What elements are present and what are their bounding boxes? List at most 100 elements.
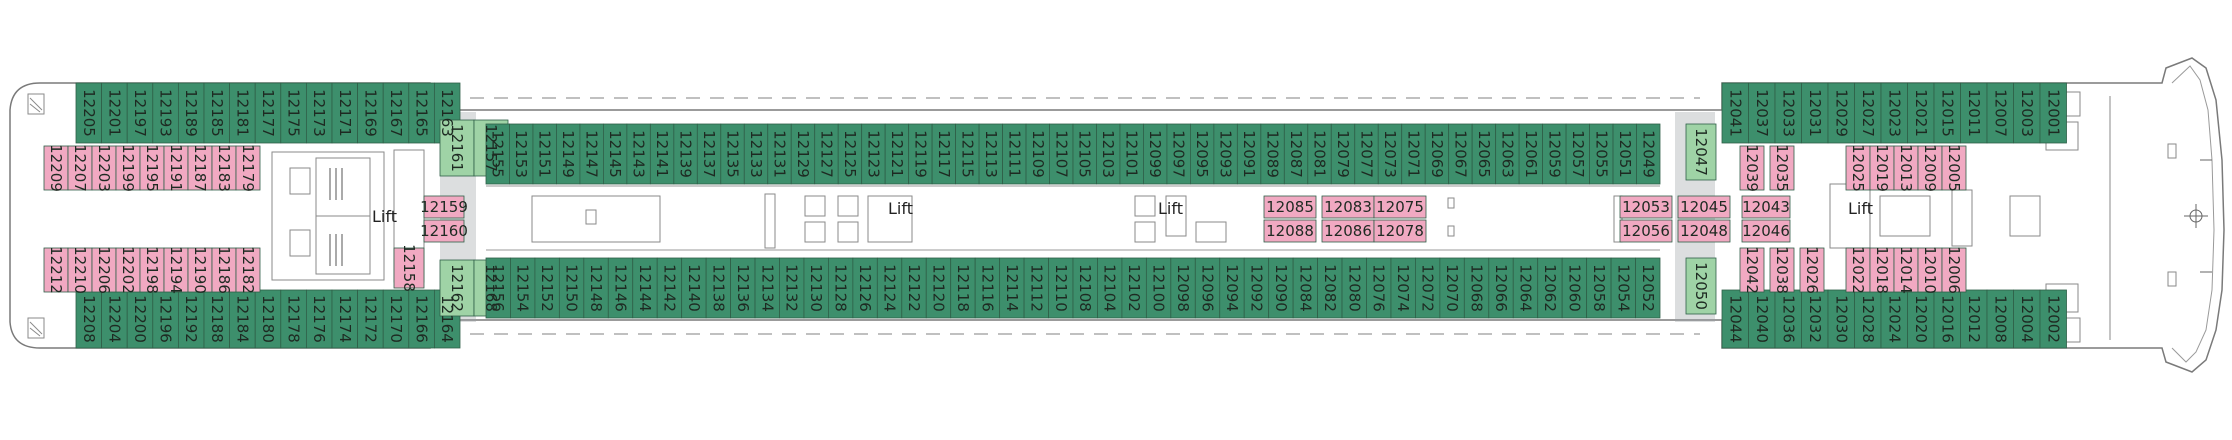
cabin-12094[interactable] [1219,257,1245,319]
cabin-12110[interactable] [1048,257,1074,319]
cabin-12070[interactable] [1439,257,1465,319]
cabin-12014[interactable] [1893,247,1919,293]
cabin-12013[interactable] [1893,145,1919,191]
cabin-12193[interactable] [152,82,179,144]
cabin-12020[interactable] [1907,289,1935,349]
cabin-12090[interactable] [1268,257,1294,319]
cabin-12046[interactable] [1741,219,1791,243]
cabin-12080[interactable] [1341,257,1367,319]
cabin-12092[interactable] [1243,257,1270,319]
cabin-12186[interactable] [211,247,237,293]
cabin-12192[interactable] [177,289,205,349]
cabin-12075[interactable] [1373,195,1427,219]
cabin-12102[interactable] [1121,257,1147,319]
cabin-12182[interactable] [235,247,261,293]
cabin-12132[interactable] [779,257,805,319]
cabin-12178[interactable] [280,289,307,349]
cabin-12210[interactable] [67,247,93,293]
cabin-12100[interactable] [1145,257,1172,319]
cabin-12025[interactable] [1845,145,1871,191]
cabin-12187[interactable] [187,145,213,191]
cabin-12072[interactable] [1415,257,1441,319]
cabin-12171[interactable] [331,82,359,144]
cabin-12122[interactable] [901,257,927,319]
cabin-12098[interactable] [1170,257,1196,319]
cabin-12024[interactable] [1880,289,1908,349]
cabin-12028[interactable] [1854,289,1882,349]
cabin-12030[interactable] [1827,289,1855,349]
cabin-12104[interactable] [1097,257,1123,319]
cabin-12037[interactable] [1748,82,1776,144]
cabin-12084[interactable] [1292,257,1318,319]
cabin-12019[interactable] [1869,145,1895,191]
cabin-12142[interactable] [656,257,683,319]
cabin-12198[interactable] [139,247,165,293]
cabin-12016[interactable] [1933,289,1961,349]
cabin-12058[interactable] [1586,257,1612,319]
cabin-12200[interactable] [126,289,154,349]
cabin-12010[interactable] [1917,247,1943,293]
cabin-12054[interactable] [1610,257,1636,319]
cabin-12158[interactable] [393,247,425,289]
cabin-12116[interactable] [974,257,1001,319]
cabin-12196[interactable] [152,289,179,349]
cabin-12124[interactable] [876,257,903,319]
cabin-12038[interactable] [1769,247,1795,293]
cabin-12118[interactable] [950,257,976,319]
cabin-12201[interactable] [101,82,128,144]
cabin-12160[interactable] [423,219,465,243]
cabin-12144[interactable] [632,257,658,319]
cabin-12191[interactable] [163,145,189,191]
cabin-12148[interactable] [583,257,609,319]
cabin-12041[interactable] [1721,82,1749,144]
cabin-12126[interactable] [852,257,878,319]
cabin-12181[interactable] [229,82,256,144]
cabin-12179[interactable] [235,145,261,191]
cabin-12018[interactable] [1869,247,1895,293]
cabin-12208[interactable] [75,289,103,349]
cabin-12052[interactable] [1635,257,1661,319]
cabin-12066[interactable] [1488,257,1514,319]
cabin-12177[interactable] [254,82,282,144]
cabin-12190[interactable] [187,247,213,293]
cabin-12195[interactable] [139,145,165,191]
cabin-12050[interactable] [1685,257,1717,315]
cabin-12112[interactable] [1023,257,1049,319]
cabin-12056[interactable] [1619,219,1673,243]
cabin-12001[interactable] [2039,82,2067,144]
cabin-12076[interactable] [1366,257,1392,319]
cabin-12130[interactable] [803,257,829,319]
cabin-12162[interactable] [439,259,475,317]
cabin-12031[interactable] [1801,82,1829,144]
cabin-12002[interactable] [2039,289,2067,349]
cabin-12140[interactable] [681,257,707,319]
cabin-12202[interactable] [115,247,141,293]
cabin-12136[interactable] [730,257,756,319]
cabin-12021[interactable] [1907,82,1935,144]
cabin-12204[interactable] [101,289,128,349]
cabin-12004[interactable] [2013,289,2041,349]
cabin-12170[interactable] [382,289,410,349]
cabin-12156[interactable] [485,257,511,319]
cabin-12174[interactable] [331,289,359,349]
cabin-12078[interactable] [1373,219,1427,243]
cabin-12159[interactable] [423,195,465,219]
cabin-12023[interactable] [1880,82,1908,144]
cabin-12043[interactable] [1741,195,1791,219]
cabin-12169[interactable] [357,82,384,144]
cabin-12008[interactable] [1986,289,2014,349]
cabin-12205[interactable] [75,82,103,144]
cabin-12180[interactable] [254,289,282,349]
cabin-12185[interactable] [203,82,231,144]
cabin-12189[interactable] [177,82,205,144]
cabin-12047[interactable] [1685,123,1717,181]
cabin-12165[interactable] [408,82,435,144]
cabin-12011[interactable] [1960,82,1988,144]
cabin-12085[interactable] [1263,195,1317,219]
cabin-12194[interactable] [163,247,189,293]
cabin-12026[interactable] [1799,247,1825,293]
cabin-12068[interactable] [1463,257,1490,319]
cabin-12154[interactable] [510,257,536,319]
cabin-12150[interactable] [558,257,585,319]
cabin-12022[interactable] [1845,247,1871,293]
